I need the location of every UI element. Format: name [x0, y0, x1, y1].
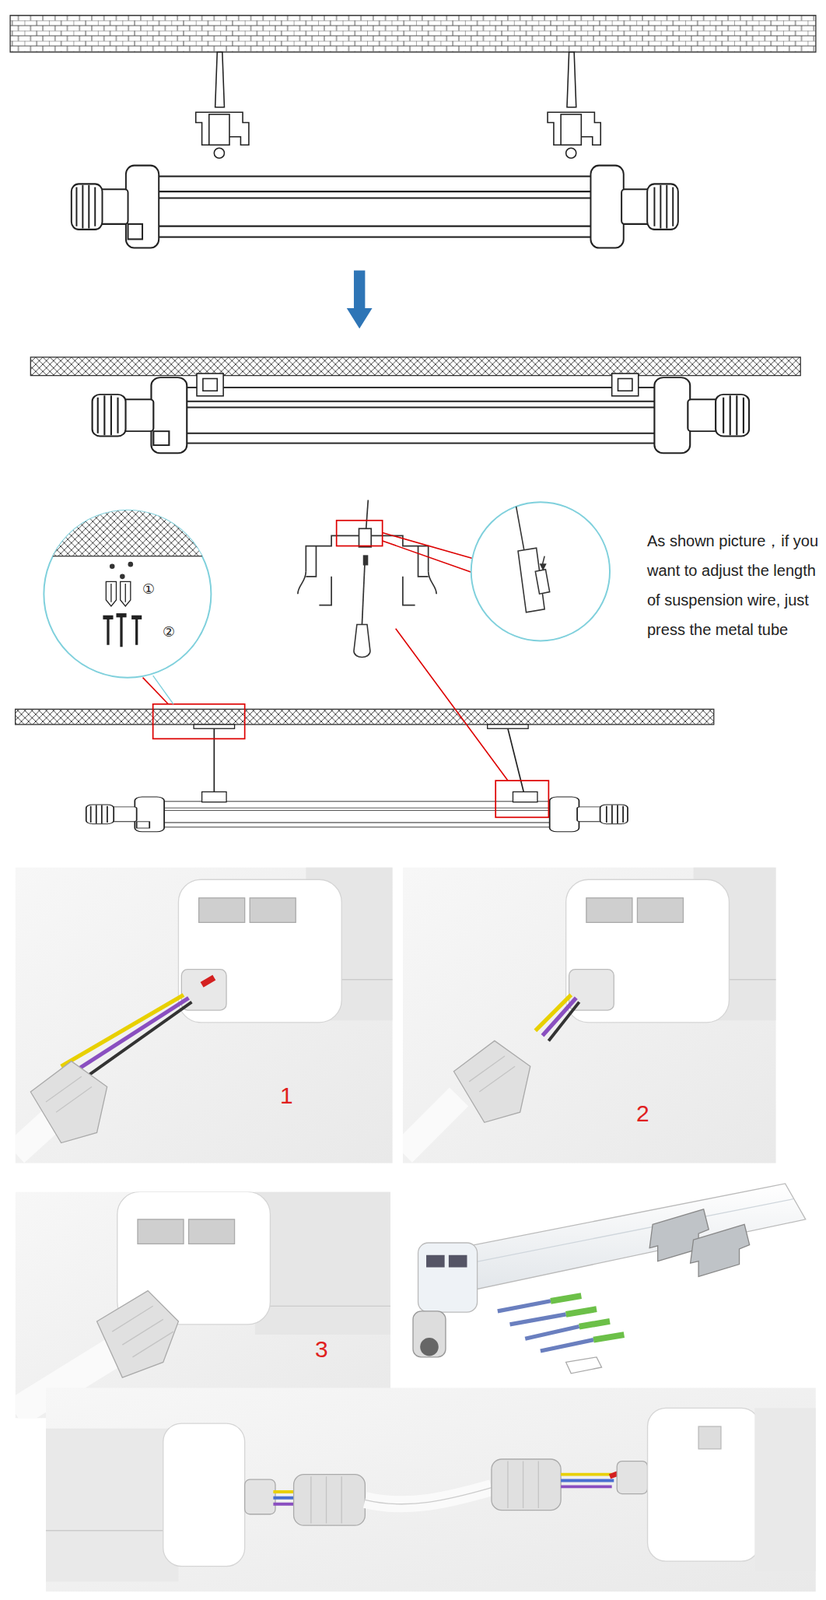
callout-number: ①: [142, 580, 155, 598]
instruction-note: As shown picture，if you want to adjust t…: [647, 525, 820, 644]
step-number: 2: [636, 1099, 650, 1127]
step-number: 1: [280, 1081, 294, 1109]
callout-number: ②: [162, 623, 175, 641]
step-number: 3: [315, 1335, 329, 1362]
